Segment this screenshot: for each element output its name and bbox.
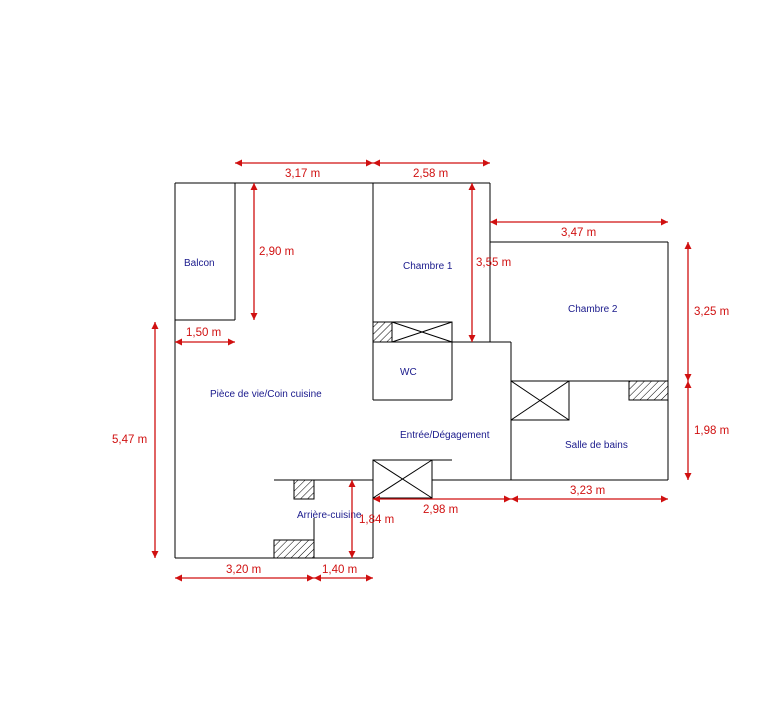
dim-label-chambre2-length: 3,25 m — [694, 306, 729, 318]
arrowhead — [250, 183, 258, 190]
room-labels: Balcon Chambre 1 Chambre 2 WC Pièce de v… — [184, 258, 628, 521]
dim-label-piece-de-vie-width: 3,17 m — [285, 168, 320, 180]
arrowhead — [483, 159, 490, 167]
hatched-elements — [273, 321, 669, 559]
dimension-lines — [151, 159, 692, 582]
dim-line-salle-de-bains-length — [684, 381, 692, 480]
closet-bottom — [372, 459, 433, 499]
dim-label-balcon-length: 2,90 m — [259, 246, 294, 258]
hatch-arriere-bottom — [273, 539, 315, 559]
room-label-salle-de-bains: Salle de bains — [565, 440, 628, 451]
arrowhead — [348, 480, 356, 487]
hatch-arriere-top — [293, 479, 315, 500]
dim-line-piece-de-vie-length — [151, 322, 159, 558]
arrowhead — [228, 338, 235, 346]
arrowhead — [366, 574, 373, 582]
room-label-balcon: Balcon — [184, 258, 215, 269]
arrowhead — [151, 551, 159, 558]
dim-label-piece-de-vie-length: 5,47 m — [112, 434, 147, 446]
dim-line-balcon-width — [175, 338, 235, 346]
dim-label-arriere-cuisine-length: 1,84 m — [359, 514, 394, 526]
arrowhead — [151, 322, 159, 329]
room-label-entree: Entrée/Dégagement — [400, 430, 490, 441]
arrowhead — [307, 574, 314, 582]
dim-label-arriere-cuisine-width: 1,40 m — [322, 564, 357, 576]
dim-line-arriere-cuisine-width — [314, 574, 373, 582]
arrowhead — [684, 473, 692, 480]
dim-label-salle-de-bains-width: 3,23 m — [570, 485, 605, 497]
closet-chambre1 — [391, 321, 453, 343]
dim-label-chambre2-width: 3,47 m — [561, 227, 596, 239]
dim-label-bottom-left-width: 3,20 m — [226, 564, 261, 576]
dim-line-chambre2-length — [684, 242, 692, 381]
arrowhead — [684, 381, 692, 388]
room-label-chambre2: Chambre 2 — [568, 304, 618, 315]
arrowhead — [366, 159, 373, 167]
dimension-labels: 3,17 m 2,58 m 3,47 m 2,90 m 3,55 m 3,25 … — [112, 168, 729, 576]
dim-line-piece-de-vie-width — [235, 159, 373, 167]
arrowhead — [511, 495, 518, 503]
arrowhead — [373, 495, 380, 503]
hatch-salle-de-bains — [628, 380, 669, 401]
dim-line-arriere-cuisine-length — [348, 480, 356, 558]
arrowhead — [504, 495, 511, 503]
dim-line-chambre1-length — [468, 183, 476, 342]
dim-label-balcon-width: 1,50 m — [186, 327, 221, 339]
arrowhead — [661, 495, 668, 503]
arrowhead — [468, 183, 476, 190]
dim-line-salle-de-bains-width — [511, 495, 668, 503]
dim-label-entree-width: 2,98 m — [423, 504, 458, 516]
dim-line-chambre1-width — [373, 159, 490, 167]
room-label-piece-de-vie: Pièce de vie/Coin cuisine — [210, 389, 322, 400]
arrowhead — [250, 313, 258, 320]
closet-entree — [510, 380, 570, 421]
arrowhead — [684, 242, 692, 249]
room-label-chambre1: Chambre 1 — [403, 261, 453, 272]
hatch-chambre1 — [372, 321, 393, 343]
arrowhead — [235, 159, 242, 167]
arrowhead — [314, 574, 321, 582]
arrowhead — [373, 159, 380, 167]
dim-line-entree-width — [373, 495, 511, 503]
dim-line-balcon-length — [250, 183, 258, 320]
arrowhead — [468, 335, 476, 342]
arrowhead — [661, 218, 668, 226]
dim-label-chambre1-width: 2,58 m — [413, 168, 448, 180]
arrowhead — [175, 574, 182, 582]
arrowhead — [175, 338, 182, 346]
dim-label-salle-de-bains-length: 1,98 m — [694, 425, 729, 437]
room-label-arriere-cuisine: Arrière-cuisine — [297, 510, 362, 521]
walls — [174, 182, 669, 559]
dim-line-chambre2-width — [490, 218, 668, 226]
dim-label-chambre1-length: 3,55 m — [476, 257, 511, 269]
dim-line-bottom-left-width — [175, 574, 314, 582]
room-label-wc: WC — [400, 367, 417, 378]
closets — [372, 321, 570, 499]
arrowhead — [490, 218, 497, 226]
arrowhead — [684, 374, 692, 381]
arrowhead — [348, 551, 356, 558]
